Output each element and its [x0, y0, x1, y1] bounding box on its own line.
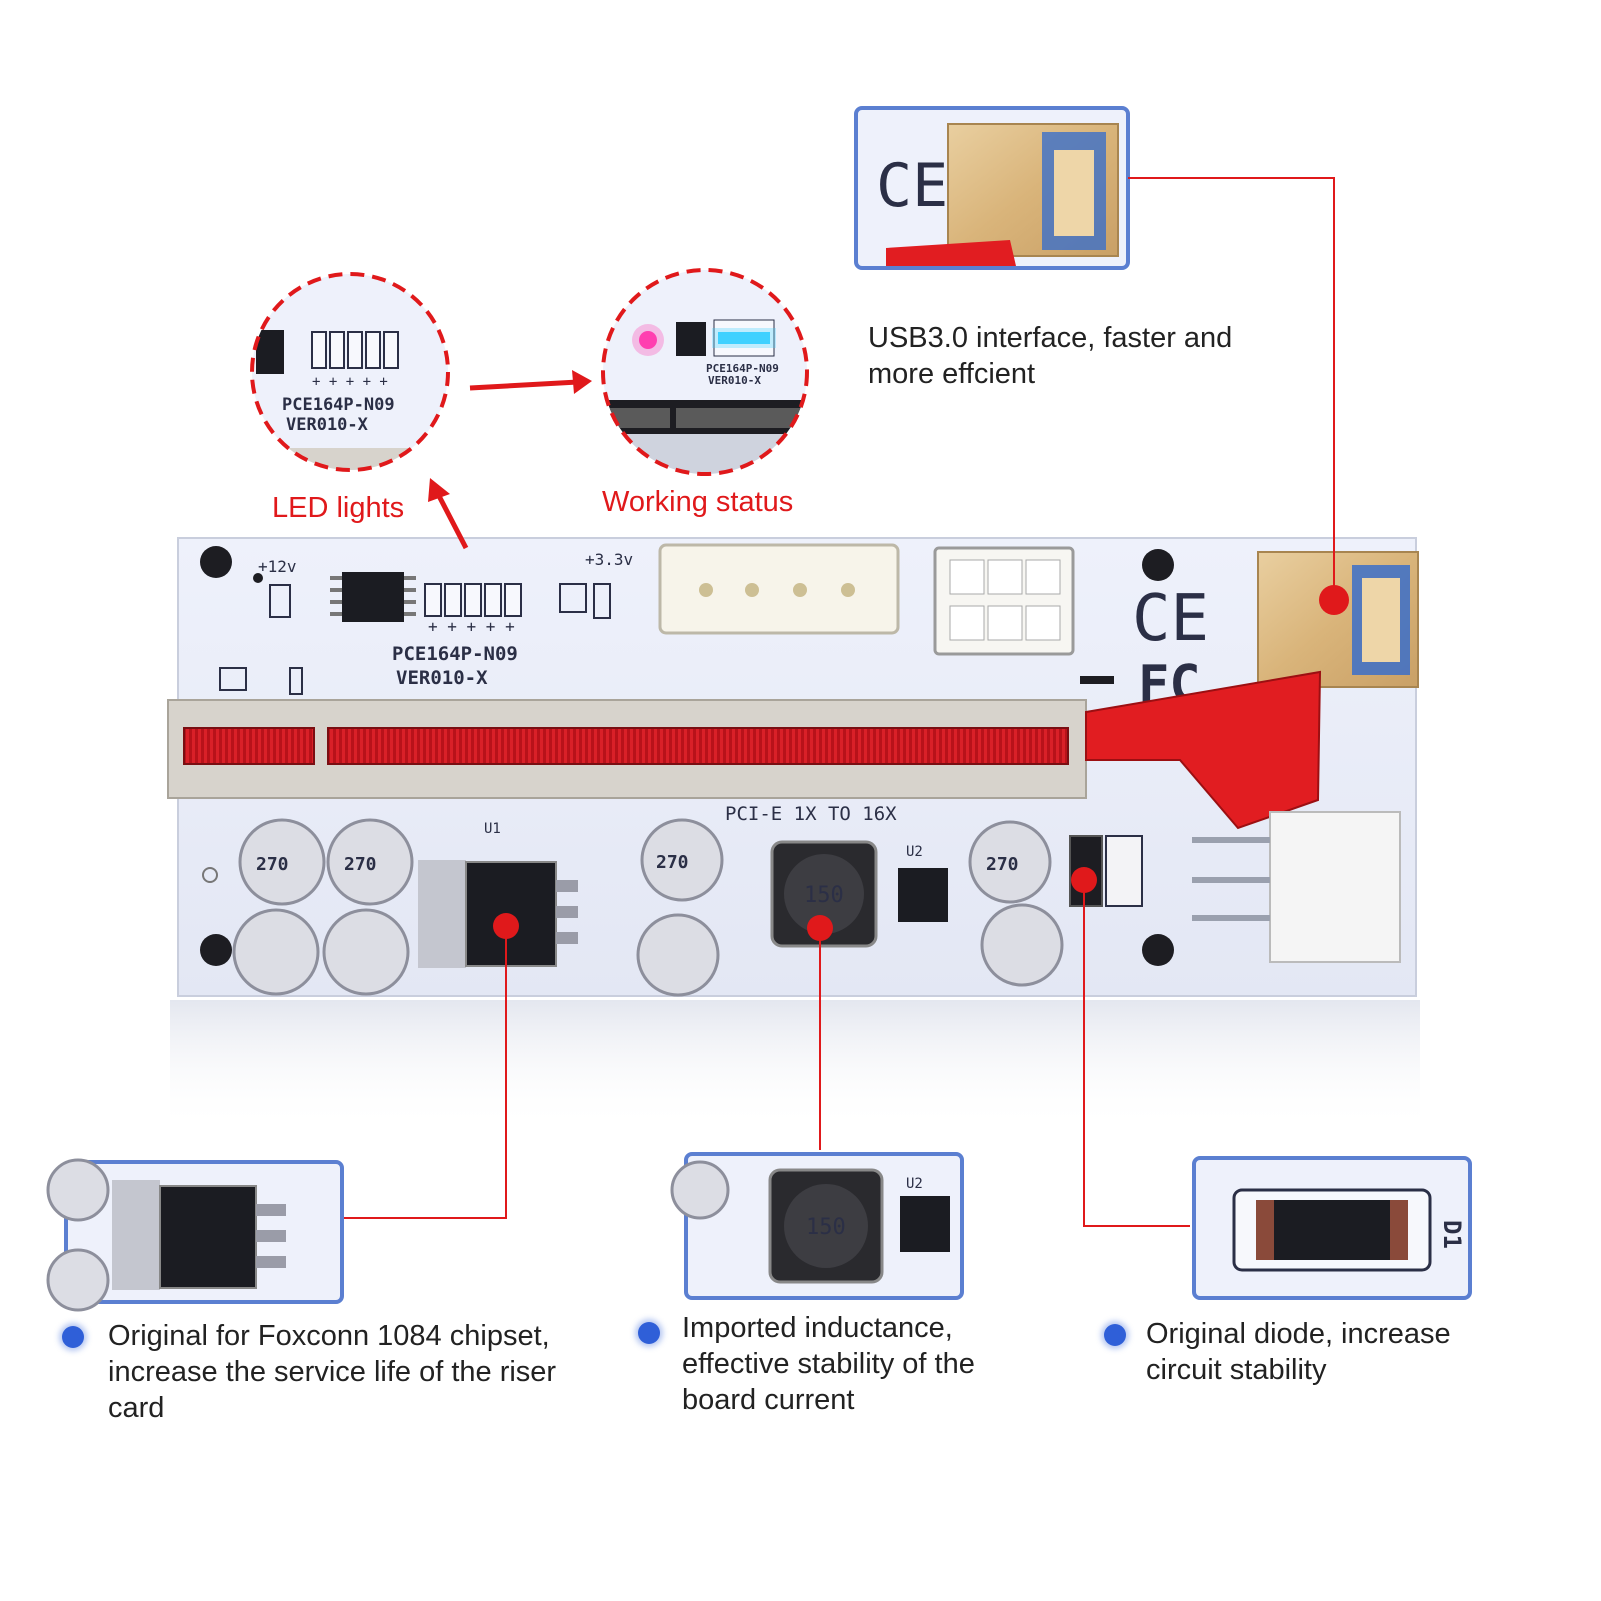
mounting-hole — [1142, 934, 1174, 966]
molex-connector — [658, 543, 900, 635]
svg-text:+ + + + +: + + + + + — [428, 617, 515, 636]
led-array — [424, 583, 522, 617]
pcie-6pin-connector — [933, 546, 1075, 656]
bullet-icon — [638, 1322, 660, 1344]
svg-text:VER010-X: VER010-X — [708, 374, 761, 387]
feature-inductance: Imported inductance, effective stability… — [682, 1312, 975, 1416]
power-connector — [1269, 811, 1401, 963]
svg-text:U1: U1 — [484, 821, 501, 837]
pcie-16x-slot — [167, 699, 1087, 799]
svg-text:D1: D1 — [1438, 1220, 1466, 1249]
ce-mark: CE — [1132, 582, 1209, 656]
svg-text:U2: U2 — [906, 844, 923, 860]
regulator-zoom — [46, 1158, 344, 1312]
u1-regulator — [418, 860, 578, 968]
svg-text:270: 270 — [256, 854, 289, 875]
svg-text:CE: CE — [876, 151, 948, 221]
usb-zoom: CE — [854, 106, 1130, 270]
svg-text:VER010-X: VER010-X — [286, 415, 369, 435]
usb-caption: USB3.0 interface, faster and more effcie… — [868, 320, 1232, 392]
svg-text:270: 270 — [656, 852, 689, 873]
svg-text:+ + + + +: + + + + + — [312, 374, 388, 390]
inductor — [770, 840, 878, 948]
red-arrows — [428, 370, 592, 550]
svg-text:U2: U2 — [906, 1176, 923, 1192]
board-reflection — [170, 1000, 1420, 1130]
pcb-model-label: PCE164P-N09 — [392, 643, 518, 665]
usb-caption-line: USB3.0 interface, faster and — [868, 322, 1233, 354]
led-lights-label: LED lights — [272, 492, 405, 524]
pcb-12v-label: +12v — [258, 557, 297, 576]
svg-text:150: 150 — [806, 1215, 846, 1240]
led-lights-zoom: + + + + + PCE164P-N09 VER010-X — [250, 272, 450, 472]
connector-lines — [340, 177, 1335, 1227]
pcb-33v-label: +3.3v — [585, 550, 633, 569]
bullet-icon — [1104, 1324, 1126, 1346]
mounting-hole — [200, 934, 232, 966]
diode-zoom: D1 — [1192, 1156, 1472, 1300]
riser-board: +12v + + + + + PCE164P-N09 VER010-X +3.3… — [167, 537, 1419, 997]
capacitors — [232, 818, 1064, 997]
svg-text:270: 270 — [986, 854, 1019, 875]
svg-text:270: 270 — [344, 854, 377, 875]
feature-chipset: Original for Foxconn 1084 chipset, incre… — [108, 1320, 557, 1424]
bullet-icon — [62, 1326, 84, 1348]
usb-caption-line: more effcient — [868, 358, 1036, 390]
usb3-port — [1257, 551, 1419, 688]
inductor-zoom: 150 U2 — [670, 1152, 964, 1300]
working-status-zoom: PCE164P-N09 VER010-X — [601, 268, 809, 476]
mounting-hole — [1142, 549, 1174, 581]
slot-label: PCI-E 1X TO 16X — [725, 803, 897, 825]
u3-chip — [342, 572, 404, 622]
callout-dots — [493, 585, 1349, 941]
slot-latch — [1085, 670, 1322, 830]
pcb-version-label: VER010-X — [396, 667, 488, 689]
feature-diode: Original diode, increase circuit stabili… — [1146, 1318, 1451, 1386]
svg-text:150: 150 — [804, 883, 844, 908]
mounting-hole — [200, 546, 232, 578]
working-status-label: Working status — [602, 486, 794, 518]
svg-text:PCE164P-N09: PCE164P-N09 — [706, 362, 779, 375]
u2-chip — [898, 868, 948, 922]
svg-text:PCE164P-N09: PCE164P-N09 — [282, 395, 395, 415]
